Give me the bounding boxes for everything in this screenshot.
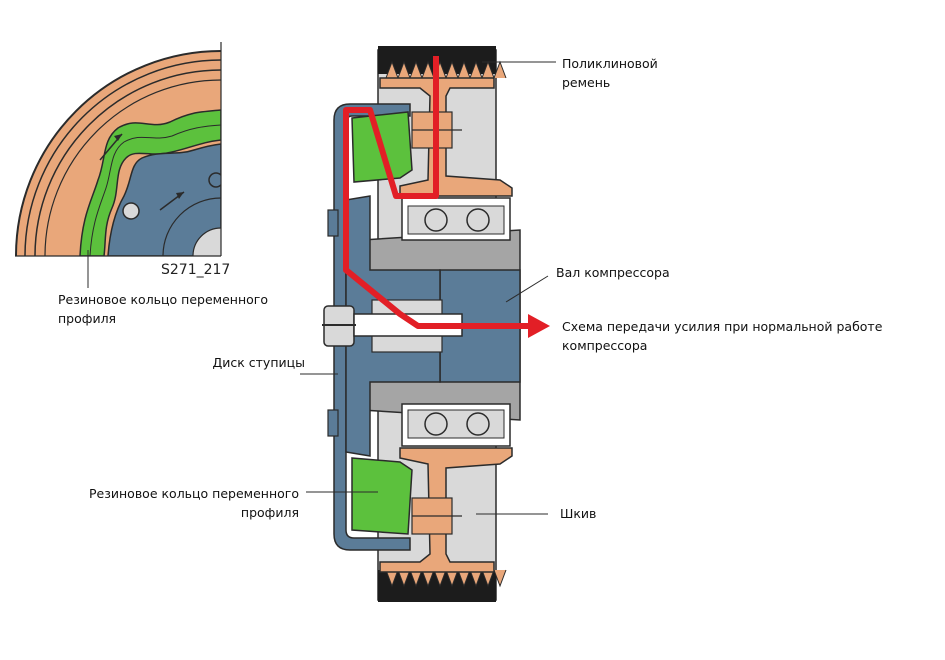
belt-label-line2: ремень xyxy=(562,75,611,90)
force-path-arrow xyxy=(343,56,530,329)
figure-code: S271_217 xyxy=(161,262,231,278)
centre-bolt xyxy=(322,305,463,347)
rubber-ring-bottom xyxy=(351,457,413,535)
inset-ring-label-line2: профиля xyxy=(58,311,117,326)
bearing-top xyxy=(401,197,511,241)
ring-label-line2: профиля xyxy=(240,505,299,520)
inset-hub-disc xyxy=(107,143,221,256)
shaft-label: Вал компрессора xyxy=(556,265,670,280)
belt-label: Поликлиновой ремень xyxy=(562,54,658,92)
force-arrowhead-icon xyxy=(528,314,550,338)
belt-label-line1: Поликлиновой xyxy=(562,56,658,71)
shaft-leader xyxy=(505,275,549,303)
inset-quarter-view xyxy=(15,50,221,256)
section-view xyxy=(322,46,550,602)
force-label-line2: компрессора xyxy=(562,338,648,353)
inset-ring-label-line1: Резиновое кольцо переменного xyxy=(58,292,268,307)
bearing-bottom xyxy=(401,403,511,447)
pulley-label: Шкив xyxy=(560,506,597,521)
hub-disc xyxy=(333,103,411,551)
ring-label-line1: Резиновое кольцо переменного xyxy=(89,486,299,501)
inset-rubber-ring xyxy=(79,109,221,256)
inset-ring-label: Резиновое кольцо переменного профиля xyxy=(58,290,268,328)
inset-bolt-hole xyxy=(122,202,140,220)
hub-disc-label: Диск ступицы xyxy=(212,355,305,370)
force-label-line1: Схема передачи усилия при нормальной раб… xyxy=(562,319,883,334)
ring-label: Резиновое кольцо переменного профиля xyxy=(89,484,299,522)
force-label: Схема передачи усилия при нормальной раб… xyxy=(562,317,882,355)
